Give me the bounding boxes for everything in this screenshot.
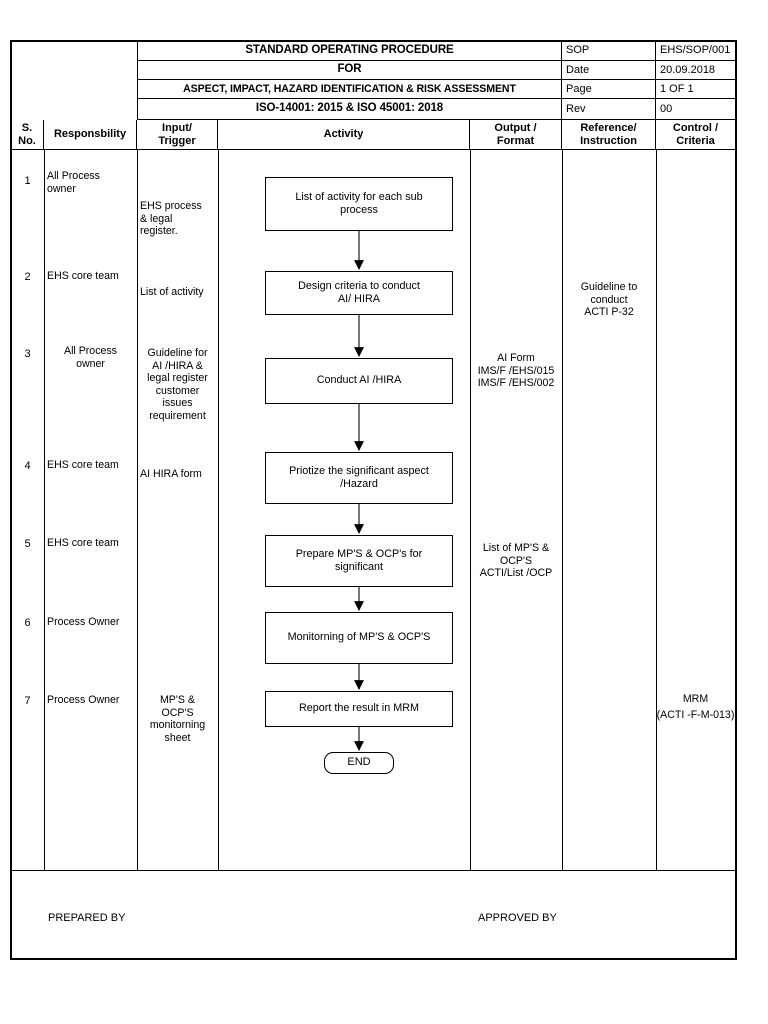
meta-label-sop: SOP — [562, 41, 656, 61]
footer-prepared-by: PREPARED BY — [48, 911, 126, 924]
table-cell-input — [137, 624, 218, 646]
body-rule-input-right — [218, 150, 219, 870]
table-cell-control-criteria: MRM (ACTI -F-M-013) — [656, 693, 735, 722]
meta-label-page: Page — [562, 80, 656, 99]
table-cell-input: MP'S & OCP'S monitorning sheet — [149, 694, 206, 744]
table-cell-output-format: AI Form IMS/F /EHS/015 IMS/F /EHS/002 — [477, 352, 555, 389]
meta-value-date: 20.09.2018 — [656, 61, 735, 80]
body-rule-activity-right — [470, 150, 471, 870]
table-cell-responsibility: All Process owner — [47, 170, 100, 195]
footer-approved-by: APPROVED BY — [478, 911, 557, 924]
column-header-reference-instruction: Reference/ Instruction — [562, 120, 656, 150]
meta-value-page: 1 OF 1 — [656, 80, 735, 99]
table-cell-responsibility: EHS core team — [47, 537, 119, 549]
table-cell-reference-instruction: Guideline to conduct ACTI P-32 — [580, 281, 638, 318]
table-cell-input: List of activity — [140, 286, 204, 298]
table-row-sno: 3 — [24, 347, 31, 360]
column-header-output-format: Output / Format — [470, 120, 562, 150]
header-title-line-2: FOR — [137, 61, 562, 80]
column-header-input-trigger: Input/ Trigger — [137, 120, 218, 150]
table-cell-output-format: List of MP'S & OCP'S ACTI/List /OCP — [479, 542, 553, 579]
table-row-sno: 6 — [24, 616, 31, 629]
meta-label-rev: Rev — [562, 99, 656, 120]
table-cell-input: Guideline for AI /HIRA & legal register … — [147, 347, 208, 422]
flow-step-6: Monitorning of MP'S & OCP'S — [265, 612, 453, 664]
column-header-control-criteria: Control / Criteria — [656, 120, 735, 150]
header-title-line-1: STANDARD OPERATING PROCEDURE — [137, 41, 562, 61]
column-header-activity: Activity — [218, 120, 470, 150]
flow-step-1: List of activity for each sub process — [265, 177, 453, 231]
meta-value-rev: 00 — [656, 99, 735, 120]
column-header-sno: S. No. — [11, 120, 44, 150]
body-rule-output-right — [562, 150, 563, 870]
meta-value-sop: EHS/SOP/001 — [656, 41, 735, 61]
table-cell-input — [137, 546, 218, 568]
header-title-line-3: ASPECT, IMPACT, HAZARD IDENTIFICATION & … — [137, 80, 562, 99]
header-logo-cell — [11, 41, 137, 120]
body-rule-reference-right — [656, 150, 657, 870]
flow-step-4: Priotize the significant aspect /Hazard — [265, 452, 453, 504]
table-row-sno: 4 — [24, 459, 31, 472]
meta-label-date: Date — [562, 61, 656, 80]
table-cell-responsibility: Process Owner — [47, 616, 120, 628]
table-cell-responsibility: Process Owner — [47, 694, 120, 706]
flow-step-2: Design criteria to conduct AI/ HIRA — [265, 271, 453, 315]
body-rule-resp-right — [137, 150, 138, 870]
table-cell-input: EHS process & legal register. — [140, 200, 202, 237]
table-cell-responsibility: EHS core team — [47, 459, 119, 471]
body-bottom-rule — [11, 870, 735, 871]
table-cell-input: AI HIRA form — [140, 468, 202, 480]
header-title-line-4: ISO-14001: 2015 & ISO 45001: 2018 — [137, 99, 562, 120]
table-row-sno: 2 — [24, 270, 31, 283]
table-cell-responsibility: EHS core team — [47, 270, 119, 282]
body-rule-sno-right — [44, 150, 45, 870]
table-cell-responsibility: All Process owner — [64, 345, 117, 370]
flow-step-end: END — [324, 752, 394, 774]
flow-step-5: Prepare MP'S & OCP's for significant — [265, 535, 453, 587]
flow-step-7: Report the result in MRM — [265, 691, 453, 727]
table-row-sno: 1 — [24, 174, 31, 187]
table-row-sno: 7 — [24, 694, 31, 707]
column-header-responsibility: Responsbility — [44, 120, 137, 150]
flow-step-3: Conduct AI /HIRA — [265, 358, 453, 404]
table-row-sno: 5 — [24, 537, 31, 550]
document-outer-border — [10, 40, 737, 960]
